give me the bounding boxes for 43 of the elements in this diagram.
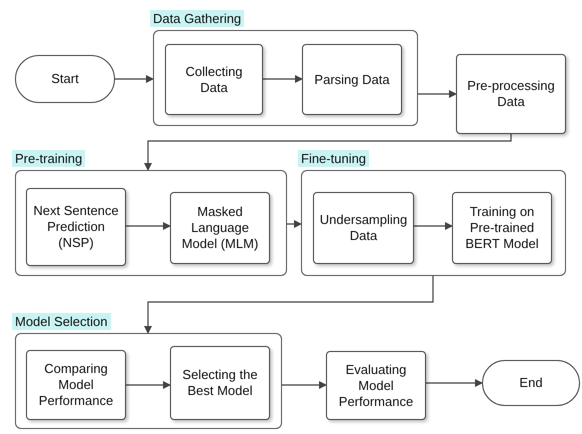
terminal-pill (15, 55, 115, 103)
group-container (150, 10, 418, 126)
process-box (26, 188, 126, 266)
node-text: Next Sentence Prediction (NSP) (32, 203, 120, 251)
arrow (115, 75, 154, 83)
node-text: Comparing Model Performance (38, 361, 114, 409)
group-title: Fine-tuning (298, 150, 370, 167)
terminal-pill (482, 360, 580, 406)
node-text: Start (51, 71, 79, 87)
node-text: Evaluating Model Performance (338, 362, 414, 410)
node-text: Training on Pre-trained BERT Model (464, 204, 540, 252)
process-box (302, 44, 402, 115)
group-title: Pre-training (12, 150, 86, 167)
arrow (126, 222, 171, 230)
process-box (26, 350, 126, 420)
group-container (298, 150, 566, 276)
process-box (452, 192, 552, 264)
node-text: Undersampling Data (318, 212, 408, 244)
process-box (456, 54, 566, 134)
group-title: Data Gathering (150, 10, 244, 27)
node-text: Pre-processing Data (466, 78, 556, 110)
group-title: Model Selection (12, 313, 110, 330)
arrow (414, 222, 453, 230)
node-text: Selecting the Best Model (181, 367, 259, 399)
arrow (144, 134, 512, 171)
group-container (12, 150, 287, 276)
arrow (126, 381, 171, 389)
group-container (12, 313, 282, 429)
arrow (144, 276, 434, 334)
node-text: Parsing Data (314, 72, 390, 88)
arrow (287, 220, 302, 228)
node-text: End (519, 375, 543, 391)
node-text: Collecting Data (184, 64, 244, 96)
process-box (165, 44, 263, 115)
arrow (263, 75, 303, 83)
process-box (170, 192, 270, 264)
process-box (326, 351, 426, 420)
arrow (418, 90, 457, 98)
arrow (426, 379, 483, 387)
process-box (313, 192, 414, 264)
process-box (170, 346, 270, 420)
node-text: Masked Language Model (MLM) (180, 204, 260, 252)
arrow (282, 381, 327, 389)
